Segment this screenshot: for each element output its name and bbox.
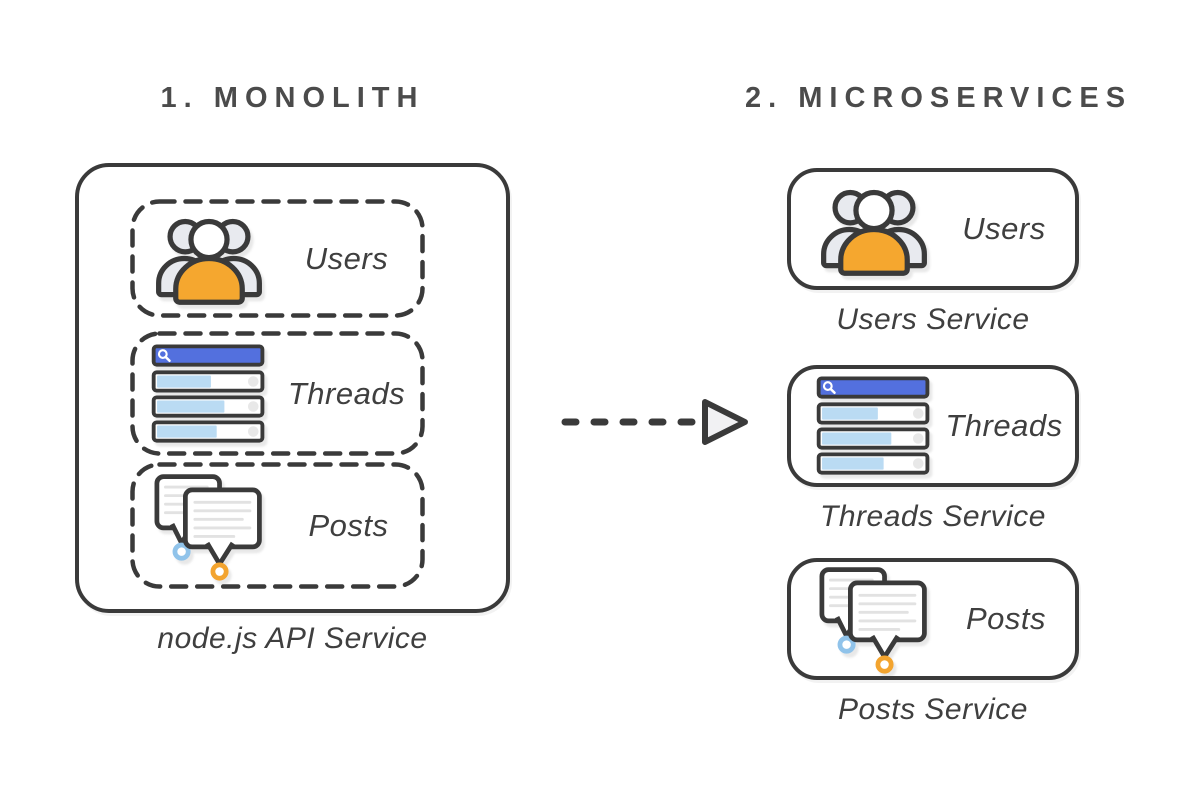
threads-list-icon-svg bbox=[816, 376, 930, 475]
service-box-posts: Posts bbox=[787, 558, 1079, 680]
monolith-module-threads: Threads bbox=[130, 331, 425, 456]
service-posts: Posts Posts Service bbox=[787, 558, 1079, 727]
posts-chat-icon-svg bbox=[154, 473, 262, 581]
service-threads: Threads Threads Service bbox=[787, 365, 1079, 534]
search-bar bbox=[816, 376, 930, 399]
orange-dot bbox=[210, 562, 229, 581]
blue-dot bbox=[837, 635, 856, 654]
threads-list-icon bbox=[150, 343, 268, 445]
module-label-posts: Posts bbox=[308, 507, 389, 543]
list-rows bbox=[151, 369, 265, 443]
search-bar bbox=[151, 343, 265, 367]
monolith-module-users: Users bbox=[130, 199, 425, 318]
front-bubble bbox=[848, 580, 927, 674]
users-group-icon bbox=[150, 211, 268, 306]
service-caption-posts: Posts Service bbox=[838, 693, 1028, 726]
dashed-arrow-right-icon bbox=[561, 399, 748, 445]
search-icon bbox=[822, 381, 836, 395]
service-label-posts: Posts bbox=[965, 601, 1047, 636]
module-label-threads: Threads bbox=[287, 375, 406, 411]
module-label-users: Users bbox=[304, 240, 389, 276]
microservices-title: 2. MICROSERVICES bbox=[745, 82, 1133, 114]
service-label-threads: Threads bbox=[945, 408, 1063, 443]
service-box-threads: Threads bbox=[787, 365, 1079, 487]
threads-list-icon bbox=[815, 375, 933, 477]
monolith-title: 1. MONOLITH bbox=[160, 82, 425, 114]
threads-list-icon-svg bbox=[151, 343, 265, 443]
service-caption-users: Users Service bbox=[836, 303, 1030, 336]
orange-dot bbox=[875, 655, 894, 674]
service-box-users: Users bbox=[787, 168, 1079, 290]
monolith-module-posts: Posts bbox=[130, 462, 425, 589]
front-bubble bbox=[183, 487, 262, 581]
service-caption-threads: Threads Service bbox=[820, 500, 1046, 533]
posts-chat-icon-svg bbox=[819, 567, 927, 674]
service-label-users: Users bbox=[962, 211, 1046, 246]
monolith-container: Users bbox=[75, 163, 510, 613]
users-group-icon-svg bbox=[821, 189, 927, 276]
users-group-icon-svg bbox=[156, 218, 262, 305]
posts-chat-icon bbox=[150, 470, 272, 582]
list-rows bbox=[816, 402, 930, 475]
posts-chat-icon bbox=[815, 563, 937, 675]
users-group-icon bbox=[815, 182, 933, 277]
service-users: Users Users Service bbox=[787, 168, 1079, 337]
monolith-caption: node.js API Service bbox=[157, 622, 428, 655]
